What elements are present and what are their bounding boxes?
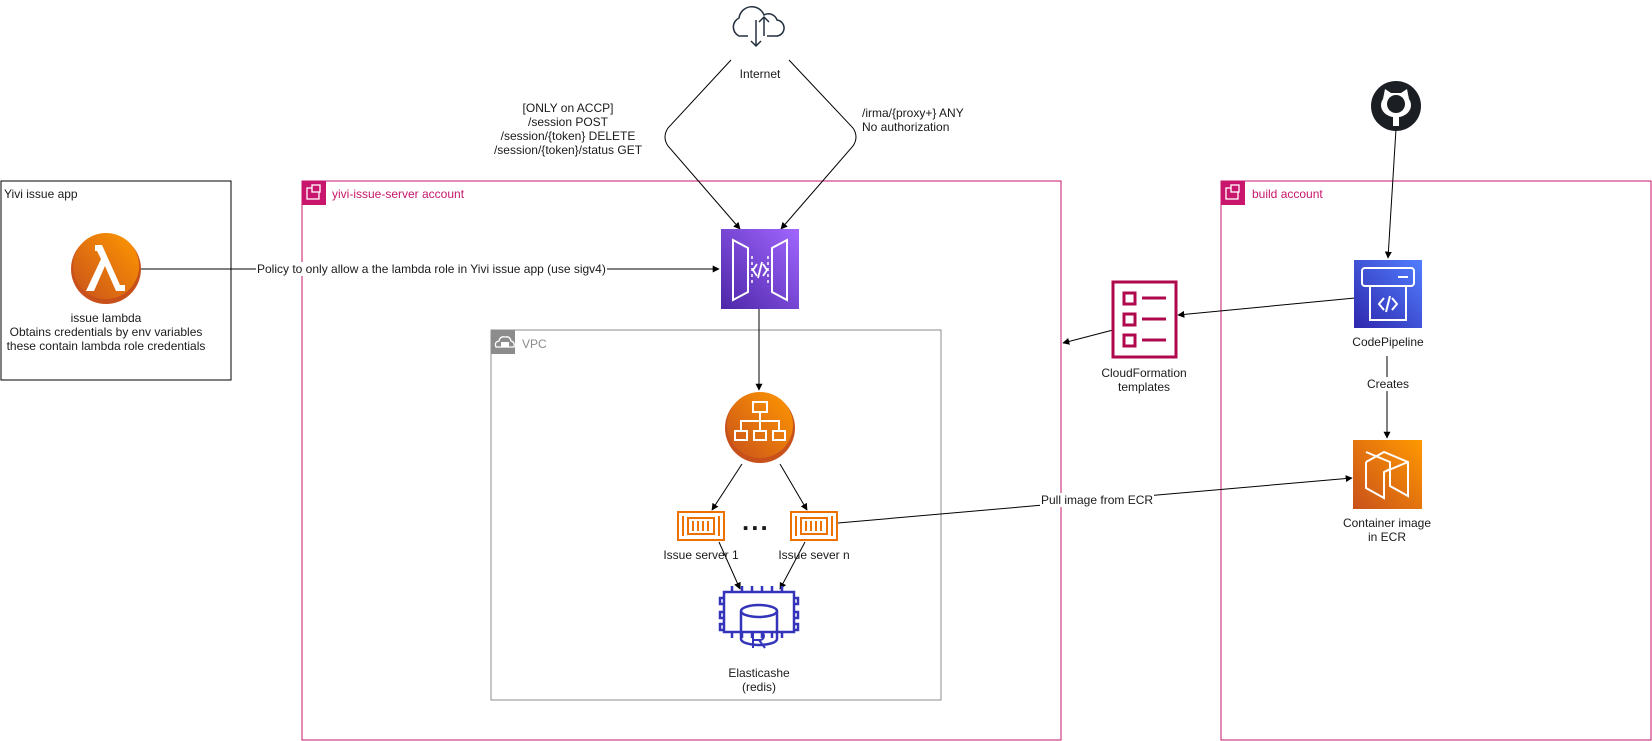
- ecr-label-line: Container image: [1342, 516, 1432, 530]
- lambda-icon: [71, 233, 141, 304]
- right-route-line: /irma/{proxy+} ANY: [862, 106, 964, 120]
- issue-server-1-label: Issue server 1: [663, 548, 739, 562]
- right-route-label: /irma/{proxy+} ANY No authorization: [862, 106, 964, 134]
- cloudformation-templates-icon: [1111, 280, 1178, 359]
- issue-server-n-label: Issue sever n: [778, 548, 850, 562]
- internet-cloud-icon: [732, 6, 785, 48]
- github-to-codepipeline-edge: [1384, 128, 1397, 259]
- cloudformation-label-line: templates: [1117, 380, 1171, 394]
- creates-edge-label: Creates: [1363, 377, 1413, 391]
- internet-label: Internet: [739, 67, 781, 81]
- policy-edge-label: Policy to only allow a the lambda role i…: [256, 262, 607, 276]
- cache-label-line: Elasticashe: [728, 666, 790, 680]
- server1-to-cache-edge: [718, 541, 741, 590]
- api-gateway-icon: [721, 229, 799, 309]
- left-route-line: /session/{token}/status GET: [493, 143, 643, 157]
- ecr-edge-label: Pull image from ECR: [1040, 493, 1155, 507]
- cache-label-line: (redis): [741, 680, 776, 694]
- issue-server-n-icon: [790, 511, 838, 541]
- internet-to-api-right-edge: [780, 59, 857, 230]
- vpc-cloud-lock-icon: [491, 330, 515, 354]
- cloudformation-label: CloudFormation templates: [1084, 366, 1204, 394]
- issue-app-title: Yivi issue app: [4, 187, 78, 201]
- cache-label: Elasticashe (redis): [709, 666, 809, 694]
- ecr-container-image-icon: [1353, 440, 1422, 509]
- account-badge-icon: [302, 181, 326, 205]
- load-balancer-icon: [725, 392, 795, 463]
- account-badge-icon: [1221, 181, 1245, 205]
- cloudformation-to-account-edge: [1062, 329, 1114, 345]
- vpc-box: [490, 329, 942, 701]
- lb-to-server1-edge: [711, 463, 743, 511]
- codepipeline-label: CodePipeline: [1352, 335, 1424, 349]
- left-route-line: [ONLY on ACCP]: [522, 101, 614, 115]
- internet-to-api-left-edge: [664, 59, 741, 230]
- lambda-label-line: these contain lambda role credentials: [6, 339, 206, 353]
- left-route-line: /session POST: [527, 115, 609, 129]
- ecr-label: Container image in ECR: [1327, 516, 1447, 544]
- lambda-label-line: Obtains credentials by env variables: [9, 325, 203, 339]
- issue-server-1-icon: [677, 511, 725, 541]
- left-route-line: /session/{token} DELETE: [500, 129, 636, 143]
- ecr-label-line: in ECR: [1367, 530, 1406, 544]
- codepipeline-icon: [1354, 260, 1422, 328]
- server-account-title: yivi-issue-server account: [332, 187, 465, 201]
- right-route-line: No authorization: [862, 120, 950, 134]
- lambda-label: issue lambda Obtains credentials by env …: [0, 311, 212, 353]
- lambda-label-line: issue lambda: [70, 311, 142, 325]
- servers-ellipsis: ...: [742, 506, 770, 536]
- servern-to-cache-edge: [779, 541, 806, 590]
- elasticache-redis-icon: [718, 586, 800, 649]
- vpc-title: VPC: [522, 337, 547, 351]
- github-icon: [1371, 81, 1421, 131]
- left-route-label: [ONLY on ACCP] /session POST /session/{t…: [478, 101, 658, 157]
- codepipeline-to-cloudformation-edge: [1177, 297, 1356, 318]
- build-account-title: build account: [1252, 187, 1323, 201]
- server-account-box: [301, 180, 1062, 741]
- cloudformation-label-line: CloudFormation: [1101, 366, 1187, 380]
- lb-to-servern-edge: [779, 463, 808, 511]
- build-account-box: [1220, 180, 1652, 741]
- issue-app-box: [0, 180, 232, 381]
